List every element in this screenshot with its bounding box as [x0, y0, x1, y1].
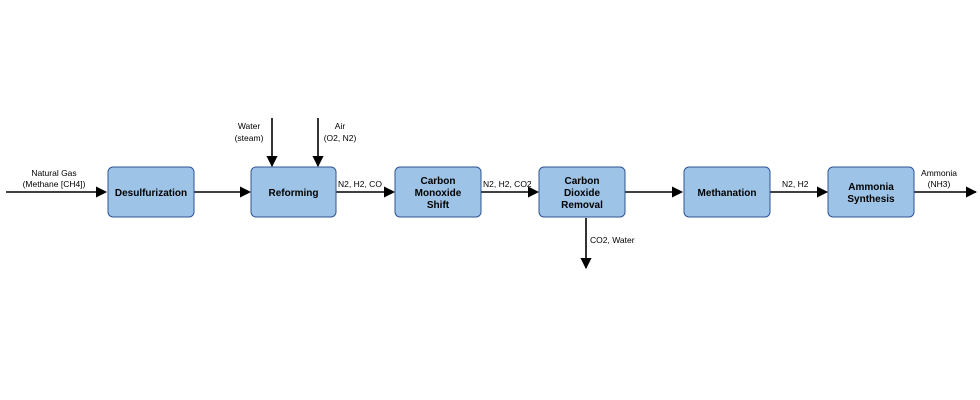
co2-removal-label-line2: Dioxide [564, 188, 601, 199]
reforming-output-label: N2, H2, CO [338, 179, 382, 189]
co-shift-label-line2: Monoxide [415, 188, 462, 199]
ammonia-synthesis-box: Ammonia Synthesis [827, 166, 915, 218]
shift-output-label: N2, H2, CO2 [483, 179, 532, 189]
ammonia-output-sublabel: (NH3) [928, 179, 951, 189]
desulfurization-box: Desulfurization [107, 166, 195, 218]
air-label: Air [335, 121, 346, 131]
reforming-label: Reforming [269, 188, 319, 199]
methanation-output-label: N2, H2 [782, 179, 809, 189]
air-sublabel: (O2, N2) [324, 133, 357, 143]
ammonia-synthesis-label-line2: Synthesis [847, 194, 895, 205]
ammonia-output-label: Ammonia [921, 168, 957, 178]
water-label: Water [238, 121, 261, 131]
carbon-monoxide-shift-box: Carbon Monoxide Shift [394, 166, 482, 218]
co2-removal-label-line1: Carbon [565, 176, 600, 187]
ammonia-synthesis-label-line1: Ammonia [848, 182, 894, 193]
carbon-dioxide-removal-box: Carbon Dioxide Removal [538, 166, 626, 218]
natural-gas-sublabel: (Methane [CH4]) [23, 179, 86, 189]
co2-removal-label-line3: Removal [561, 200, 603, 211]
methanation-box: Methanation [683, 166, 771, 218]
natural-gas-label: Natural Gas [31, 168, 76, 178]
co-shift-label-line3: Shift [427, 200, 450, 211]
desulfurization-label: Desulfurization [115, 188, 187, 199]
methanation-label: Methanation [698, 188, 757, 199]
co2-water-label: CO2, Water [590, 235, 635, 245]
water-sublabel: (steam) [235, 133, 264, 143]
reforming-box: Reforming [250, 166, 337, 218]
co-shift-label-line1: Carbon [421, 176, 456, 187]
